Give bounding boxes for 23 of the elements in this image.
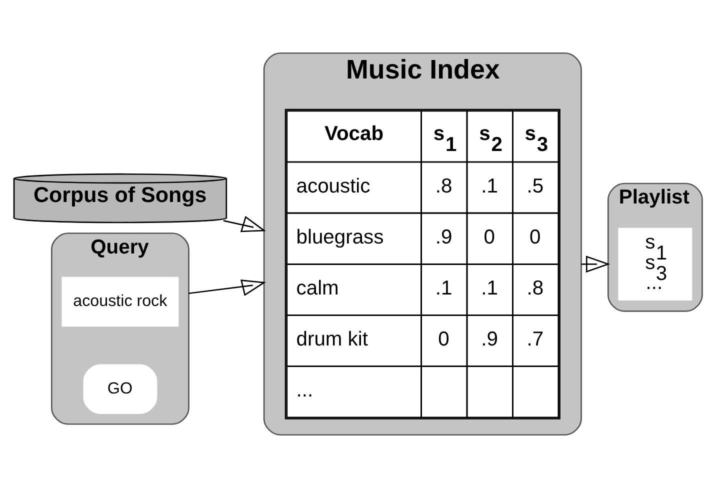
label: .7 <box>526 328 544 350</box>
label: acoustic <box>296 175 370 198</box>
label: drum kit <box>296 328 368 350</box>
arrow <box>223 216 266 232</box>
label: bluegrass <box>296 226 384 248</box>
label: .8 <box>526 277 544 300</box>
label: calm <box>296 277 339 300</box>
label: Vocab <box>324 122 384 145</box>
label: .5 <box>526 175 544 198</box>
label: 0 <box>530 226 541 248</box>
arrow <box>581 256 610 273</box>
node-box: GO <box>83 364 158 414</box>
label: .8 <box>435 175 452 198</box>
label: .9 <box>481 328 498 350</box>
node-box: acoustic rock <box>62 276 179 327</box>
label: .1 <box>435 277 452 300</box>
label: ... <box>296 380 314 402</box>
label: 0 <box>438 328 450 350</box>
label: .9 <box>435 226 452 248</box>
arrow <box>188 280 266 296</box>
label: 0 <box>484 226 496 248</box>
label: .1 <box>481 175 498 198</box>
label: .1 <box>481 277 498 300</box>
